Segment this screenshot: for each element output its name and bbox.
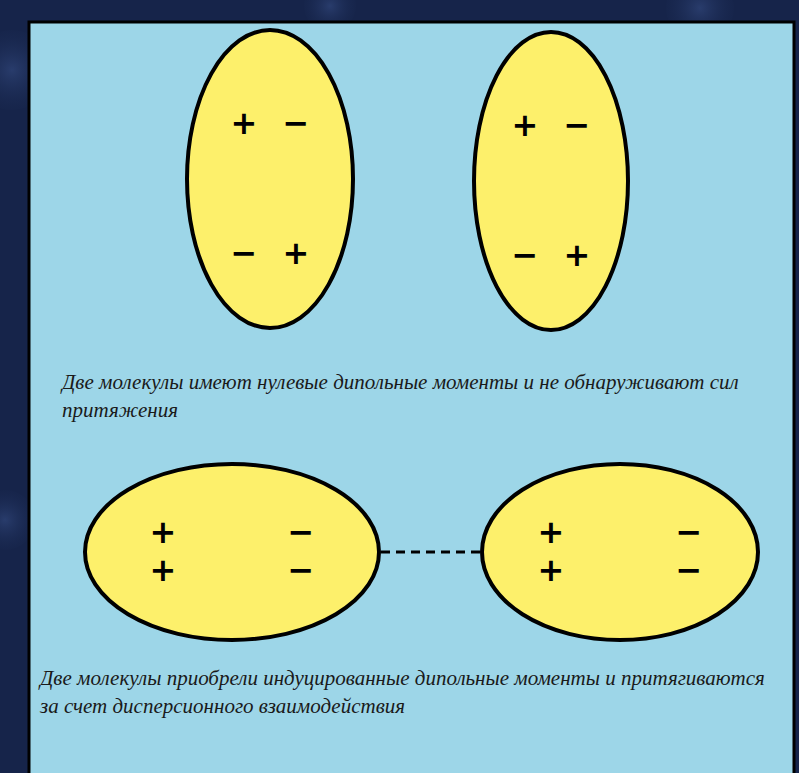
charge-signs: + − [538, 552, 703, 588]
molecule-ellipse: + − − + [185, 28, 355, 330]
panel [29, 22, 794, 773]
molecule-ellipse: + −+ − [83, 462, 381, 642]
caption-note: Две молекулы приобрели индуцированные ди… [40, 664, 770, 720]
dispersion-link [381, 551, 480, 554]
ellipse-outline [185, 28, 355, 330]
ellipse-shape [482, 464, 758, 640]
charge-signs: + − [231, 105, 310, 141]
caption-note: Две молекулы имеют нулевые дипольные мом… [62, 368, 777, 424]
ellipse-outline [472, 30, 630, 332]
ellipse-shape [187, 30, 353, 328]
charge-signs: − + [231, 235, 310, 271]
charge-signs: + − [150, 514, 315, 550]
ellipse-shape [474, 32, 628, 330]
ellipse-shape [85, 464, 379, 640]
molecule-ellipse: + −+ − [480, 462, 760, 642]
charge-signs: + − [538, 514, 703, 550]
charge-signs: + − [512, 107, 591, 143]
charge-signs: + − [150, 552, 315, 588]
charge-signs: − + [512, 237, 591, 273]
molecule-ellipse: + − − + [472, 30, 630, 332]
